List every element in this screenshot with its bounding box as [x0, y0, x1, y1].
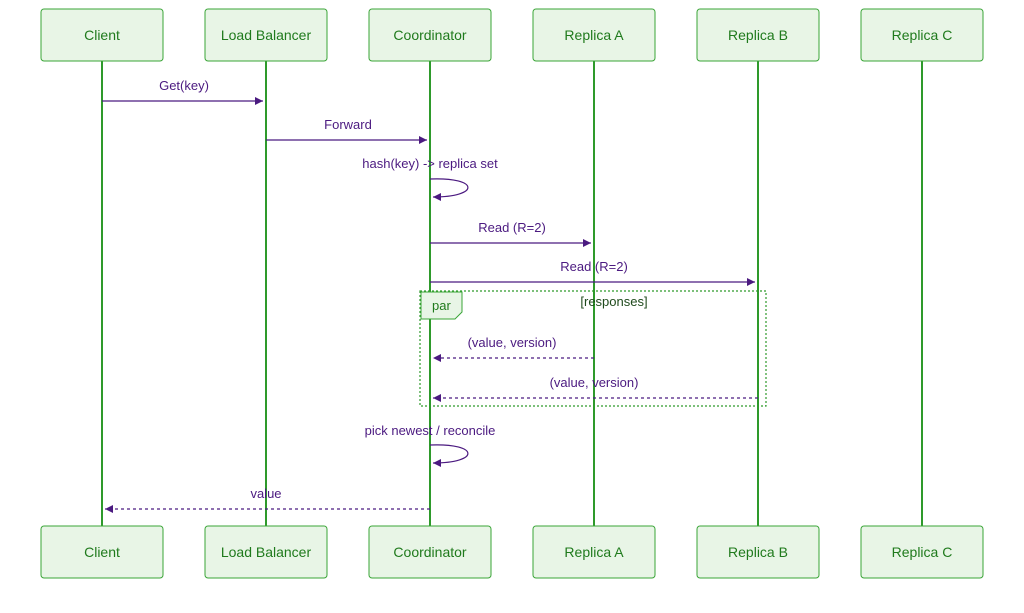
- message-5: Read (R=2): [430, 259, 755, 286]
- participant-rc-bottom: Replica C: [860, 525, 984, 579]
- message-9: value: [105, 486, 430, 513]
- message-label: hash(key) -> replica set: [362, 156, 498, 171]
- participant-rb-bottom: Replica B: [696, 525, 820, 579]
- participant-label: Coordinator: [393, 544, 466, 560]
- participant-label: Replica B: [728, 544, 788, 560]
- participant-box: [532, 525, 656, 579]
- participant-box: [368, 8, 492, 62]
- participant-label: Replica B: [728, 27, 788, 43]
- par-frame-border: [419, 290, 767, 407]
- participant-box: [860, 525, 984, 579]
- participant-label: Client: [84, 544, 120, 560]
- par-condition-label: [responses]: [580, 294, 647, 309]
- participant-rc-top: Replica C: [860, 8, 984, 62]
- participant-box: [40, 8, 164, 62]
- participant-client-top: Client: [40, 8, 164, 62]
- participant-box: [40, 525, 164, 579]
- message-label: value: [250, 486, 281, 501]
- message-arrow: [429, 178, 469, 201]
- message-1: Get(key): [102, 78, 263, 105]
- participant-client-bottom: Client: [40, 525, 164, 579]
- participant-rb-top: Replica B: [696, 8, 820, 62]
- message-label: (value, version): [468, 335, 557, 350]
- par-frame-tag: [420, 291, 463, 320]
- participant-coord-bottom: Coordinator: [368, 525, 492, 579]
- participant-label: Load Balancer: [221, 544, 312, 560]
- message-label: pick newest / reconcile: [365, 423, 496, 438]
- participant-box: [368, 525, 492, 579]
- participant-ra-bottom: Replica A: [532, 525, 656, 579]
- participant-label: Load Balancer: [221, 27, 312, 43]
- participant-label: Coordinator: [393, 27, 466, 43]
- message-label: Get(key): [159, 78, 209, 93]
- participant-box: [532, 8, 656, 62]
- message-7: (value, version): [433, 375, 758, 402]
- participant-label: Replica C: [892, 27, 953, 43]
- participant-box: [860, 8, 984, 62]
- participant-box: [696, 525, 820, 579]
- participant-box: [204, 8, 328, 62]
- participant-label: Replica A: [564, 27, 624, 43]
- par-operator-label: par: [432, 298, 451, 313]
- participant-lb-top: Load Balancer: [204, 8, 328, 62]
- participant-ra-top: Replica A: [532, 8, 656, 62]
- message-6: (value, version): [433, 335, 594, 362]
- message-8: pick newest / reconcile: [365, 423, 496, 467]
- message-2: Forward: [266, 117, 427, 144]
- participant-box: [696, 8, 820, 62]
- message-label: (value, version): [550, 375, 639, 390]
- participant-box: [204, 525, 328, 579]
- message-3: hash(key) -> replica set: [362, 156, 498, 201]
- participant-coord-top: Coordinator: [368, 8, 492, 62]
- participant-label: Replica C: [892, 544, 953, 560]
- message-4: Read (R=2): [430, 220, 591, 247]
- participant-lb-bottom: Load Balancer: [204, 525, 328, 579]
- message-label: Read (R=2): [560, 259, 628, 274]
- participant-label: Replica A: [564, 544, 624, 560]
- message-arrow: [429, 444, 469, 467]
- par-fragment: par [responses]: [419, 290, 767, 407]
- participant-label: Client: [84, 27, 120, 43]
- message-label: Read (R=2): [478, 220, 546, 235]
- message-label: Forward: [324, 117, 372, 132]
